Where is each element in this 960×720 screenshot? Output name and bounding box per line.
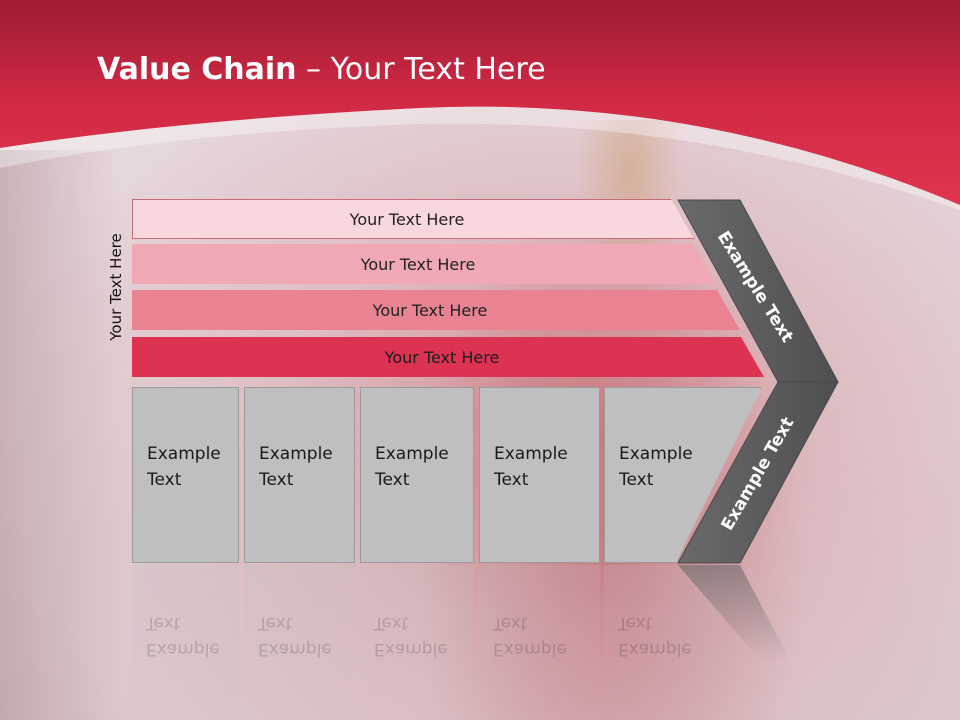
support-activity-bar-1: Your Text Here	[132, 199, 694, 239]
primary-activity-box-2: Example Text	[244, 387, 355, 563]
box-reflection-1: Example Text	[132, 565, 239, 715]
box-reflection-5: Example Text	[604, 565, 724, 715]
box-line-2: Text	[259, 470, 294, 490]
box-line-1: Example	[375, 444, 449, 464]
box-line-2: Text	[375, 470, 410, 490]
bar-label: Your Text Here	[360, 254, 476, 274]
support-activity-bar-3: Your Text Here	[132, 290, 740, 330]
primary-activity-box-1: Example Text	[132, 387, 239, 563]
primary-activity-box-3: Example Text	[360, 387, 474, 563]
primary-activity-box-4: Example Text	[479, 387, 600, 563]
slide-title: Value Chain – Your Text Here	[97, 52, 546, 87]
background-shadow-left	[0, 150, 120, 720]
bar-label: Your Text Here	[349, 209, 465, 229]
support-activity-bar-4: Your Text Here	[132, 337, 764, 377]
box-line-1: Example	[494, 444, 568, 464]
title-bold: Value Chain	[97, 52, 297, 87]
header-banner	[0, 0, 960, 210]
box-line-1: Example	[619, 444, 693, 464]
box-line-2: Text	[619, 470, 654, 490]
box-line-1: Example	[147, 444, 221, 464]
box-line-2: Text	[147, 470, 182, 490]
box-reflection-2: Example Text	[244, 565, 355, 715]
title-rest: – Your Text Here	[296, 52, 546, 87]
box-line-2: Text	[494, 470, 529, 490]
box-line-1: Example	[259, 444, 333, 464]
vertical-axis-label: Your Text Here	[107, 233, 125, 341]
support-activity-bar-2: Your Text Here	[132, 244, 716, 284]
box-reflection-3: Example Text	[360, 565, 474, 715]
box-reflection-4: Example Text	[479, 565, 600, 715]
bar-label: Your Text Here	[372, 300, 488, 320]
bar-label: Your Text Here	[384, 347, 500, 367]
